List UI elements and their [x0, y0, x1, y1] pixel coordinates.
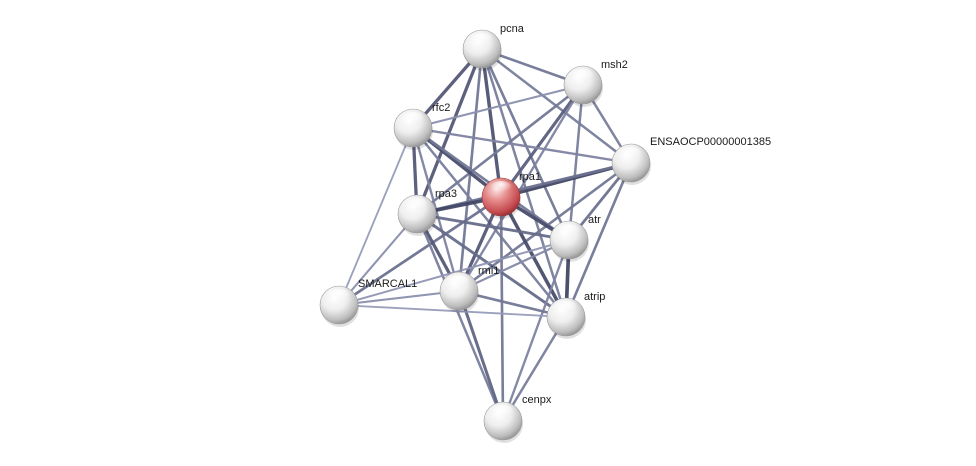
node-rmi1[interactable]: rmi1 [439, 265, 499, 313]
edge-pcna-atr[interactable] [480, 47, 571, 242]
edge-rpa3-cenpx[interactable] [415, 212, 505, 423]
edge-ensaocp-atrip[interactable] [564, 161, 633, 319]
edge-rpa3-smarcal1[interactable] [337, 212, 419, 307]
node-highlight [327, 289, 351, 305]
edge-atr-rmi1[interactable] [457, 238, 571, 293]
edge-msh2-rfc2[interactable] [411, 83, 585, 130]
node-label: atrip [584, 291, 605, 303]
node-highlight [401, 112, 425, 128]
edge-rmi1-smarcal1[interactable] [337, 289, 461, 307]
edge-rpa3-atr[interactable] [415, 212, 571, 242]
node-label: SMARCAL1 [358, 278, 417, 290]
edge-pcna-rpa1[interactable] [480, 47, 503, 199]
node-smarcal1[interactable]: SMARCAL1 [319, 278, 417, 327]
node-label: rfc2 [432, 102, 450, 114]
node-highlight [491, 405, 515, 421]
node-rpa3[interactable]: rpa3 [397, 188, 457, 236]
node-label: rpa1 [519, 171, 541, 183]
edge-msh2-rpa3[interactable] [415, 83, 585, 216]
node-atrip[interactable]: atrip [546, 291, 605, 339]
edge-rpa3-atrip[interactable] [415, 212, 568, 319]
node-label: msh2 [601, 59, 628, 71]
edge-msh2-rpa1[interactable] [499, 83, 585, 199]
node-highlight [571, 69, 595, 85]
edge-atrip-cenpx[interactable] [501, 315, 568, 423]
edge-rfc2-smarcal1[interactable] [338, 127, 414, 306]
node-highlight [489, 181, 513, 197]
node-atr[interactable]: atr [549, 214, 601, 262]
edge-pcna-rpa3[interactable] [415, 47, 484, 216]
node-label: ENSAOCP00000001385 [650, 136, 771, 148]
node-rpa1[interactable]: rpa1 [481, 171, 541, 219]
node-label: pcna [500, 23, 525, 35]
edge-atr-cenpx[interactable] [501, 238, 571, 423]
edge-rfc2-ensaocp[interactable] [411, 126, 633, 165]
node-msh2[interactable]: msh2 [563, 59, 628, 107]
node-highlight [554, 301, 578, 317]
node-label: rpa3 [435, 188, 457, 200]
edge-rpa1-cenpx[interactable] [499, 195, 505, 423]
node-pcna[interactable]: pcna [462, 23, 525, 71]
edge-rpa1-smarcal1[interactable] [337, 195, 503, 307]
node-highlight [619, 147, 643, 163]
node-rfc2[interactable]: rfc2 [393, 102, 450, 150]
node-highlight [405, 198, 429, 214]
edge-smarcal1-atrip[interactable] [338, 304, 567, 318]
node-label: rmi1 [478, 265, 499, 277]
edge-ensaocp-rmi1[interactable] [457, 161, 633, 293]
edge-msh2-atr[interactable] [567, 83, 585, 242]
node-label: atr [588, 214, 601, 226]
node-highlight [557, 224, 581, 240]
node-highlight [447, 275, 471, 291]
edge-rmi1-cenpx[interactable] [457, 289, 505, 423]
node-ensaocp[interactable]: ENSAOCP00000001385 [611, 136, 771, 185]
node-label: cenpx [522, 394, 552, 406]
node-highlight [470, 33, 494, 49]
node-cenpx[interactable]: cenpx [483, 394, 552, 443]
edge-layer [337, 47, 633, 423]
